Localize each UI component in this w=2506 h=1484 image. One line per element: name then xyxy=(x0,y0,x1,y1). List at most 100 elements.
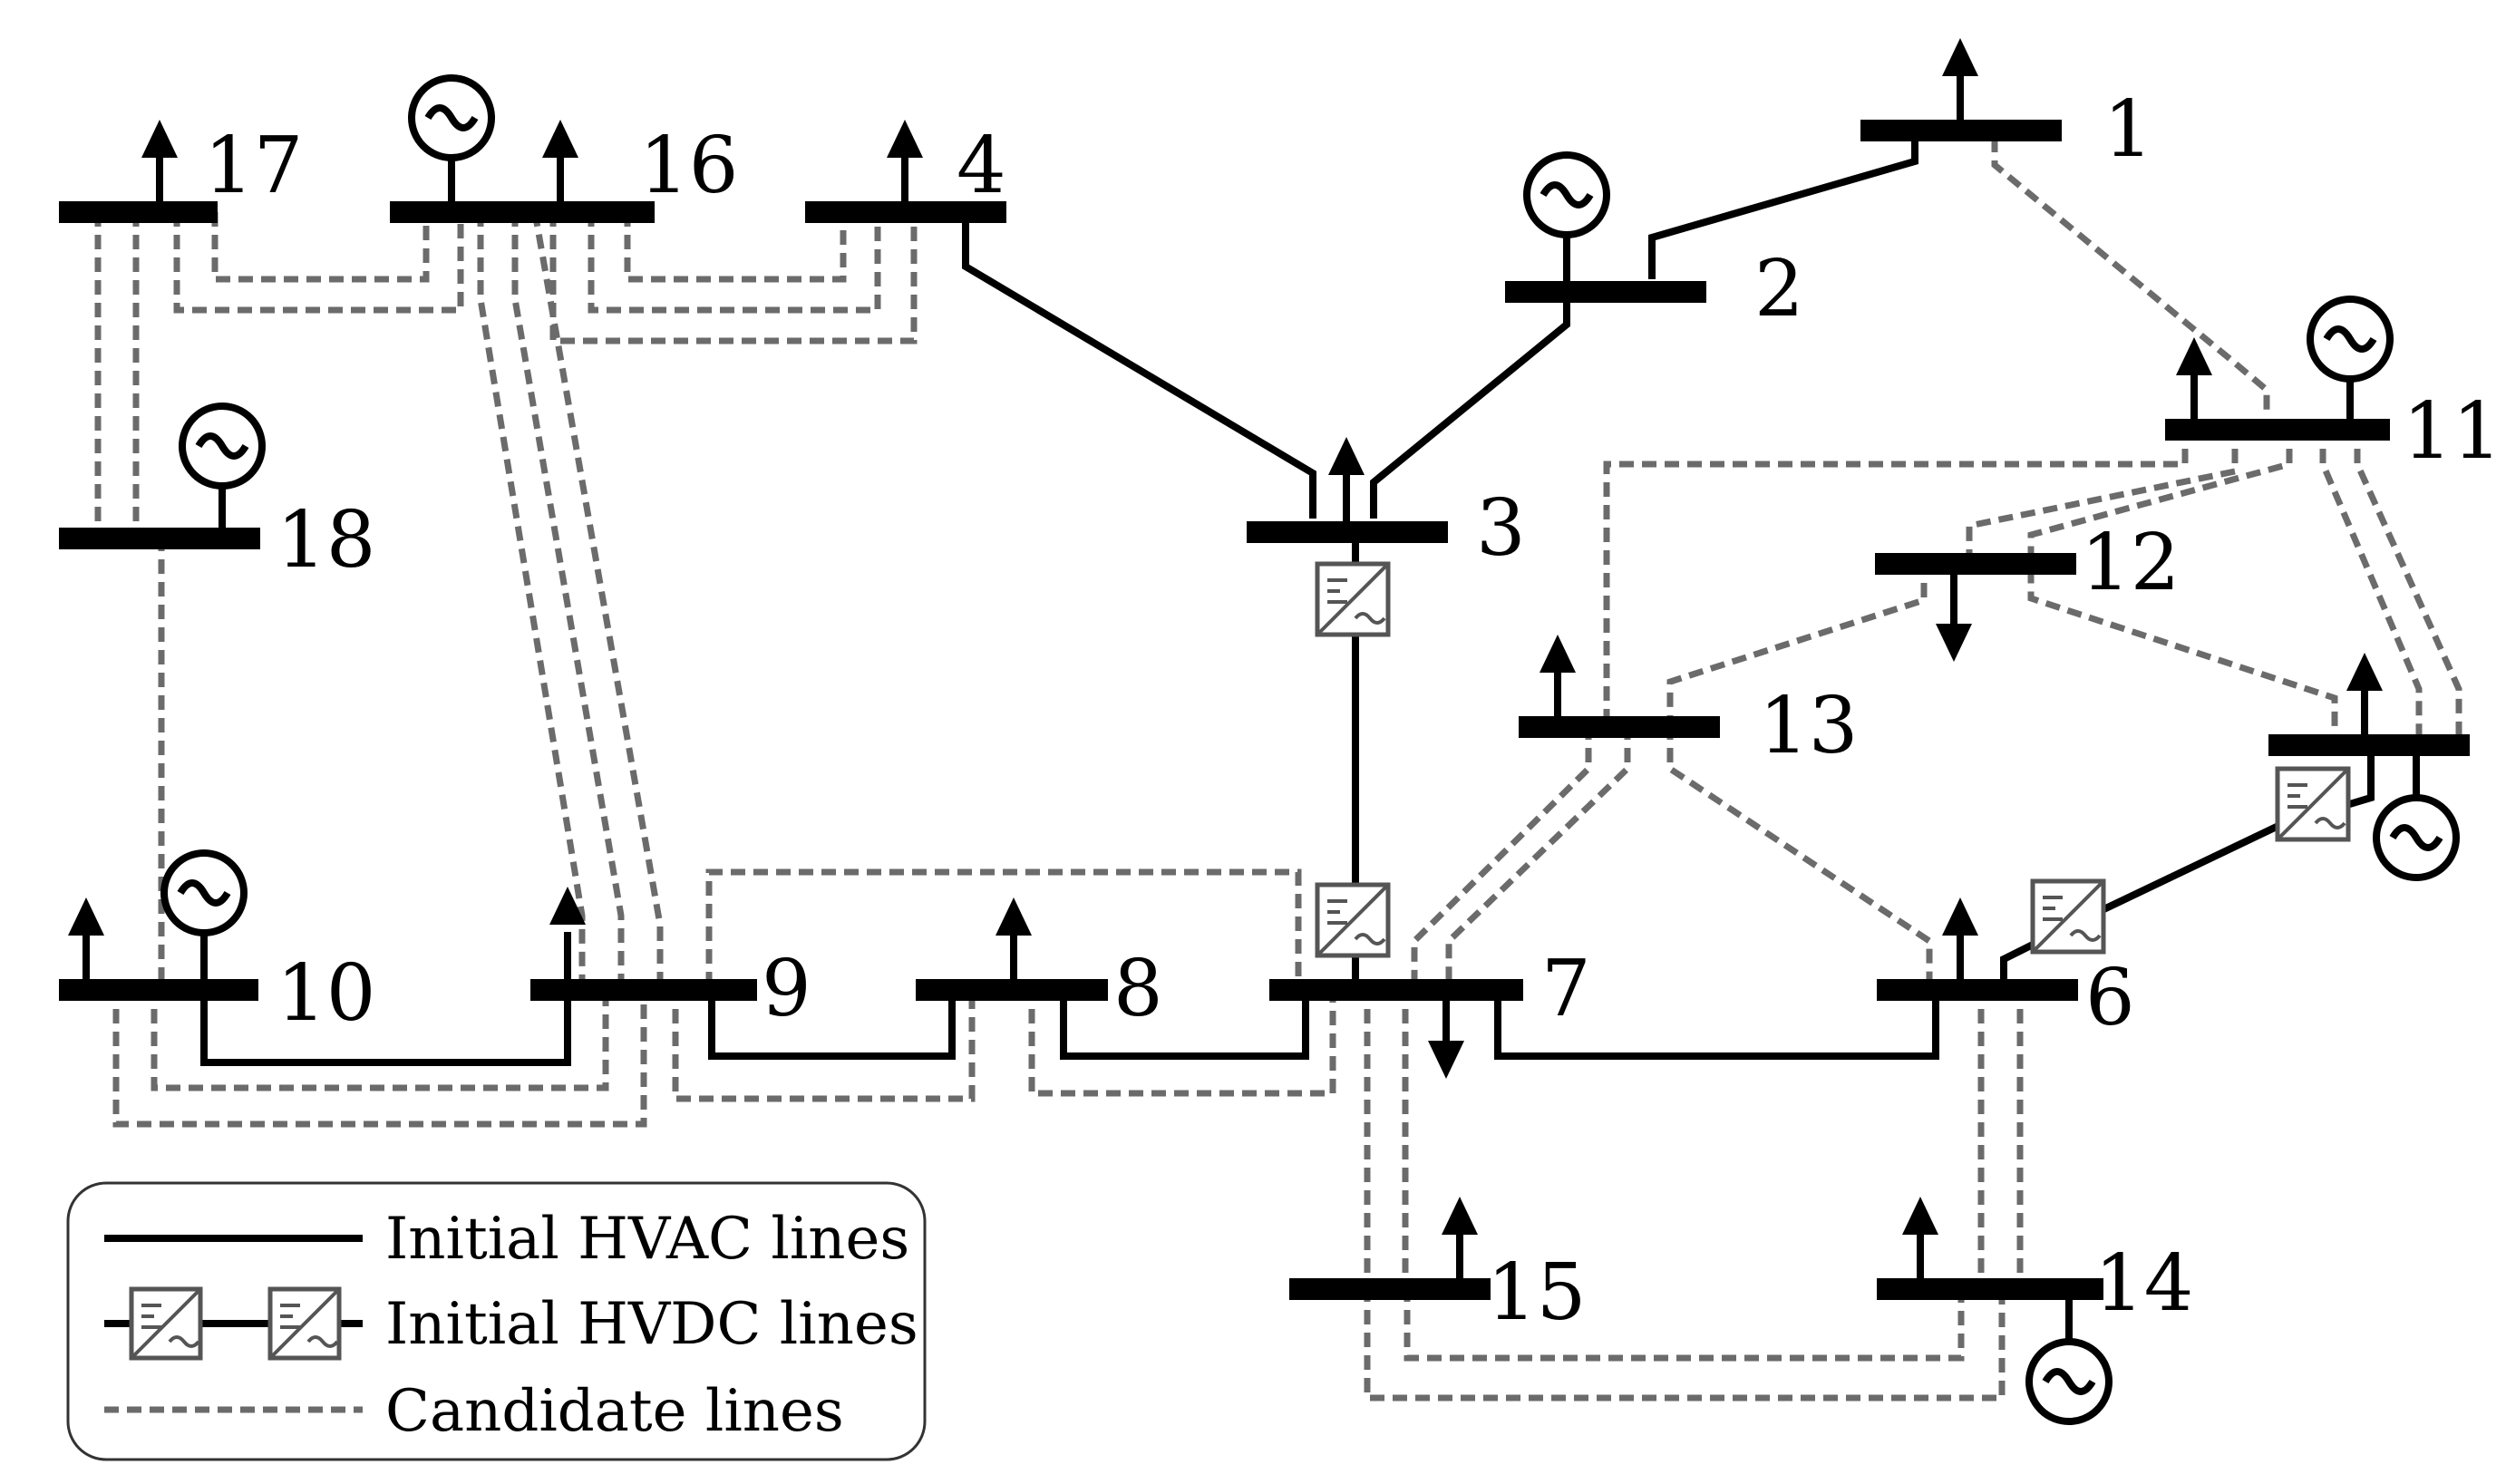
hvac-line-7-6 xyxy=(1494,986,1939,1060)
load-arrow-icon xyxy=(1442,1197,1478,1278)
hvac-lines xyxy=(200,138,1939,1066)
converters xyxy=(1315,561,2351,958)
load-arrow-icon xyxy=(1902,1197,1938,1278)
bus-label-3: 3 xyxy=(1476,483,1526,574)
load-arrow-icon xyxy=(1328,437,1365,521)
candidate-line-1-11 xyxy=(1991,138,2270,417)
candidate-line-17-16-a xyxy=(211,212,430,283)
candidate-line-12-13 xyxy=(1666,560,1928,725)
bus-1 xyxy=(1860,120,2062,141)
candidate-line-9-7 xyxy=(705,868,1302,986)
hvac-line-2-3 xyxy=(1370,279,1570,519)
load-arrow-icon xyxy=(542,120,578,201)
candidate-line-13-7-a xyxy=(1411,725,1592,986)
legend: Initial HVAC lines Initial HVDC lines Ca… xyxy=(66,1181,927,1461)
bus-labels: 1 2 3 4 6 7 8 9 10 11 12 13 14 15 16 17 … xyxy=(204,84,2501,1338)
load-arrow-icon xyxy=(68,897,104,979)
candidate-line-11-12 xyxy=(1966,426,2239,560)
hvac-line-8-7 xyxy=(1060,986,1309,1060)
candidate-line-11-13 xyxy=(1603,426,2189,725)
candidate-line-15-14-b xyxy=(1364,1287,2006,1402)
converter-icon xyxy=(1315,882,1391,958)
hvac-line-4-3 xyxy=(962,212,1316,519)
bus-16 xyxy=(390,201,655,223)
load-arrow-icon xyxy=(2176,337,2212,419)
bus-10 xyxy=(59,979,258,1001)
candidate-line-16-4-a xyxy=(624,212,847,283)
bus-label-11: 11 xyxy=(2403,386,2501,477)
converter-icon xyxy=(2030,878,2106,955)
load-arrow-icon xyxy=(549,887,586,979)
bus-12 xyxy=(1875,553,2076,575)
bus-13 xyxy=(1519,716,1720,738)
converter-icon xyxy=(1315,561,1391,637)
load-arrow-icon xyxy=(1540,635,1576,716)
load-arrow-icon xyxy=(1428,1001,1464,1079)
bus-label-18: 18 xyxy=(277,495,375,586)
bus-11 xyxy=(2165,419,2390,441)
legend-box xyxy=(66,1181,927,1461)
bus-label-7: 7 xyxy=(1541,944,1591,1034)
generator-icon xyxy=(160,849,248,979)
bus-label-10: 10 xyxy=(277,948,375,1039)
candidate-line-16-4-b xyxy=(588,212,881,314)
load-arrow-icon xyxy=(1942,897,1978,979)
hvac-line-10-9 xyxy=(200,986,571,1066)
candidate-line-16-9-b xyxy=(511,212,625,986)
converter-icon xyxy=(2275,766,2351,842)
bus-label-16: 16 xyxy=(639,121,738,211)
bus-label-12: 12 xyxy=(2081,518,2180,608)
candidate-line-11-5 xyxy=(2027,426,2338,742)
hvac-line-9-8 xyxy=(708,986,956,1060)
candidate-line-16-9-a xyxy=(477,212,586,986)
candidate-line-15-14-a xyxy=(1404,1287,1965,1362)
bus-18 xyxy=(59,528,260,549)
candidate-line-16-9-c xyxy=(531,211,664,986)
converter-icon xyxy=(267,1286,342,1361)
bus-label-17: 17 xyxy=(204,121,303,211)
bus-14 xyxy=(1877,1278,2103,1300)
loads xyxy=(68,38,2383,1278)
candidate-line-10-9-b xyxy=(112,986,647,1128)
bus-2 xyxy=(1505,281,1706,303)
load-arrow-icon xyxy=(141,120,178,201)
legend-candidate-label: Candidate lines xyxy=(385,1378,844,1445)
bus-label-1: 1 xyxy=(2103,84,2153,175)
load-arrow-icon xyxy=(887,120,923,201)
generator-icon xyxy=(408,74,495,201)
bus-4 xyxy=(805,201,1006,223)
legend-hvac-label: Initial HVAC lines xyxy=(385,1206,909,1273)
bus-5 xyxy=(2268,734,2470,756)
bus-6 xyxy=(1877,979,2078,1001)
bus-label-2: 2 xyxy=(1754,244,1804,335)
candidate-line-9-8 xyxy=(672,986,976,1102)
bus-8 xyxy=(916,979,1108,1001)
load-arrow-icon xyxy=(2346,653,2383,734)
load-arrow-icon xyxy=(1942,38,1978,120)
candidate-line-16-4-c xyxy=(549,212,918,344)
busbars xyxy=(59,120,2470,1300)
hvac-line-1-2 xyxy=(1648,138,1918,279)
bus-15 xyxy=(1289,1278,1491,1300)
candidate-line-10-9-a xyxy=(151,986,609,1091)
bus-label-4: 4 xyxy=(957,121,1006,211)
bus-7 xyxy=(1269,979,1523,1001)
candidate-line-17-16-b xyxy=(173,212,464,314)
bus-label-6: 6 xyxy=(2085,953,2135,1043)
generator-icon xyxy=(179,403,266,528)
generator-icon xyxy=(2025,1300,2113,1425)
candidate-lines xyxy=(94,138,2462,1402)
bus-17 xyxy=(59,201,218,223)
bus-label-13: 13 xyxy=(1759,681,1858,771)
bus-label-9: 9 xyxy=(762,944,811,1034)
bus-label-8: 8 xyxy=(1113,944,1163,1034)
candidate-line-13-7-b xyxy=(1445,725,1631,986)
candidate-line-8-7 xyxy=(1028,986,1336,1097)
converter-icon xyxy=(129,1286,203,1361)
candidate-line-11-5-c xyxy=(2354,426,2462,742)
candidate-line-11-5-b xyxy=(2319,426,2423,742)
legend-hvdc-label: Initial HVDC lines xyxy=(385,1291,918,1358)
load-arrow-icon xyxy=(996,897,1032,979)
bus-3 xyxy=(1247,521,1448,543)
